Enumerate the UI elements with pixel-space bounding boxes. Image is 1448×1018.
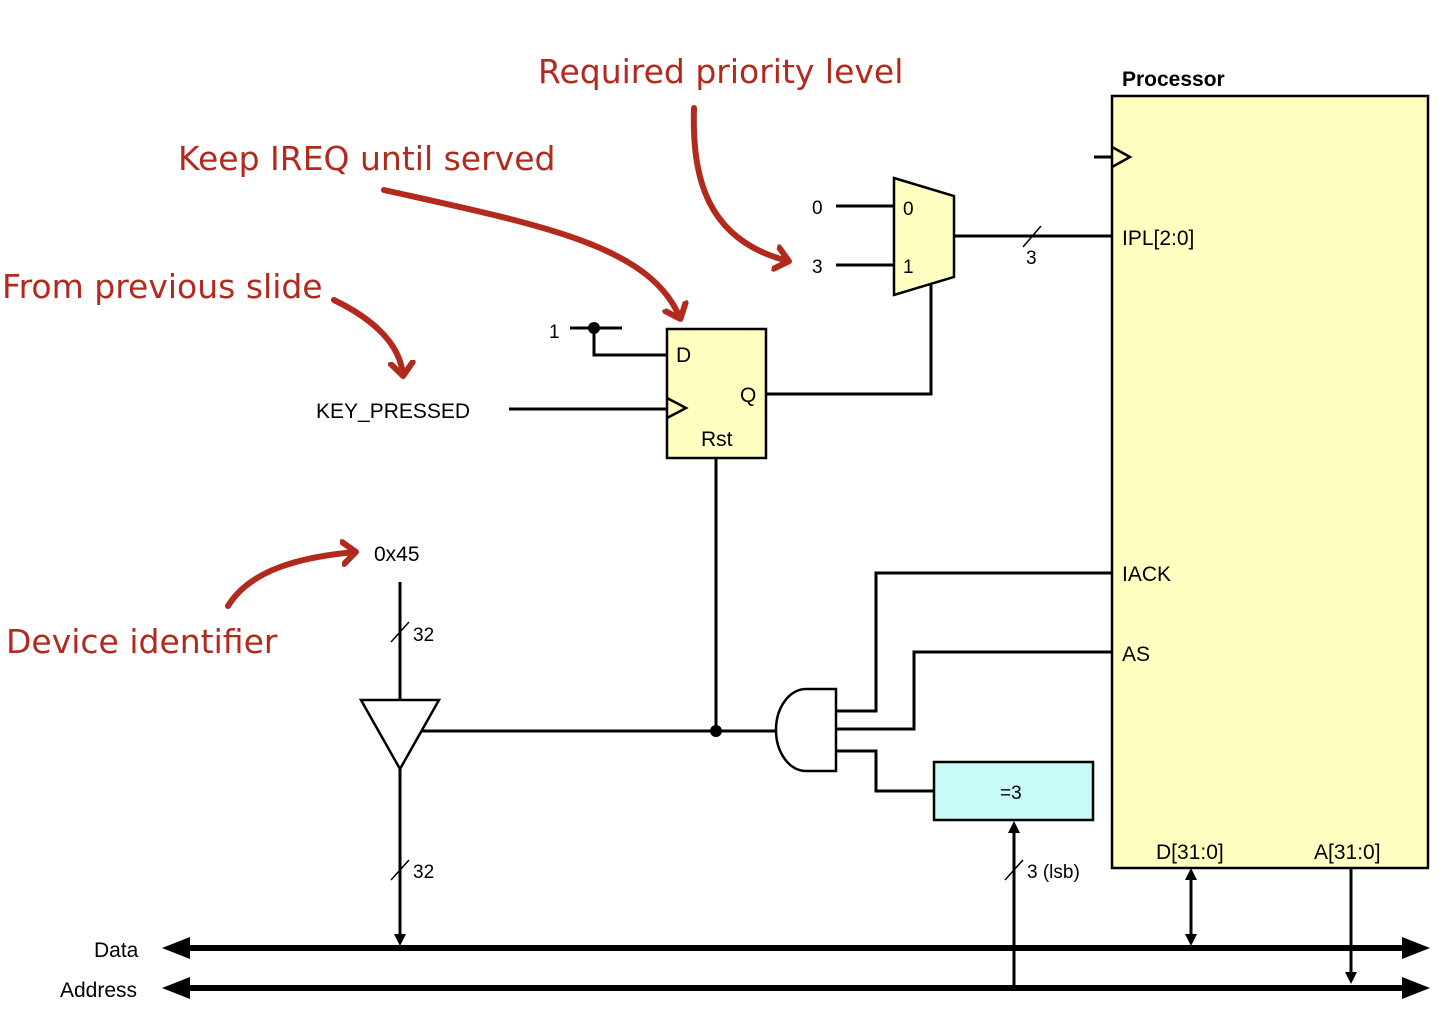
data-bus-right-arrow-icon (1402, 937, 1430, 959)
device-id-driver: 0x45 32 32 (358, 543, 776, 946)
annotation-device-identifier-arrow-icon (225, 552, 355, 609)
device-id-value: 0x45 (374, 543, 420, 566)
buses: Data Address (60, 937, 1430, 1002)
processor-body (1110, 94, 1430, 870)
const-1-to-d-wire (592, 328, 667, 357)
processor-bus-connections (1185, 868, 1357, 984)
annotation-required-priority: Required priority level (538, 52, 903, 91)
mux-const-0: 0 (812, 198, 823, 219)
comparator-width-label: 3 (lsb) (1027, 862, 1080, 883)
and-gate (774, 571, 1112, 793)
device-id-width-bottom: 32 (413, 862, 434, 883)
flipflop-const-1: 1 (549, 322, 560, 343)
enable-junction (710, 725, 722, 737)
device-id-to-data-arrow-icon (394, 934, 406, 946)
annotation-device-identifier: Device identifier (6, 622, 278, 661)
flipflop-clock-icon (666, 396, 689, 420)
device-id-width-slash-bottom (390, 859, 410, 881)
iack-wire (836, 571, 1112, 713)
mux-const-3: 3 (812, 257, 823, 278)
processor-ipl-pin: IPL[2:0] (1122, 227, 1194, 250)
q-to-mux-select-wire (766, 285, 933, 396)
mux-input-1-label: 1 (903, 257, 914, 278)
mux-input-0-label: 0 (903, 199, 914, 220)
annotation-from-previous-arrow-icon (331, 297, 403, 375)
annotation-from-previous: From previous slide (2, 267, 323, 306)
flipflop-rst-pin: Rst (701, 428, 733, 451)
processor-title: Processor (1122, 68, 1225, 91)
annotation-priority-arrow-icon (690, 105, 788, 261)
mux-body (892, 176, 956, 297)
processor-clock-icon (1111, 145, 1133, 169)
data-bus-label: Data (94, 939, 139, 962)
priority-mux: 0 1 0 3 3 (812, 176, 1112, 297)
flipflop-q-pin: Q (740, 384, 756, 407)
comparator-label: =3 (1000, 783, 1022, 804)
annotation-keep-ireq-arrow-icon (381, 187, 680, 318)
annotations: Required priority level Keep IREQ until … (2, 52, 903, 661)
data-bus-left-arrow-icon (162, 937, 190, 959)
flipflop-body (665, 327, 768, 460)
ipl-width-label: 3 (1026, 248, 1037, 269)
processor-data-pin: D[31:0] (1156, 841, 1224, 864)
flipflop-d-pin: D (676, 344, 691, 367)
processor-data-up-arrow-icon (1185, 868, 1197, 880)
annotation-keep-ireq: Keep IREQ until served (178, 139, 555, 178)
processor-as-pin: AS (1122, 643, 1150, 666)
tristate-buffer-icon (358, 698, 442, 772)
ireq-flipflop: D Q Rst 1 KEY_PRESSED (316, 285, 933, 731)
address-bus-right-arrow-icon (1402, 977, 1430, 999)
comparator-body (932, 760, 1095, 822)
processor: Processor IPL[2:0] IACK AS D[31:0] A[31:… (1094, 68, 1430, 870)
processor-data-down-arrow-icon (1185, 934, 1197, 946)
device-id-width-top: 32 (413, 625, 434, 646)
comparator-to-and-wire (836, 749, 934, 793)
address-bus-label: Address (60, 979, 137, 1002)
comparator-width-slash (1004, 859, 1024, 881)
address-bus-left-arrow-icon (162, 977, 190, 999)
comparator-input-arrow-icon (1008, 821, 1020, 833)
key-pressed-label: KEY_PRESSED (316, 400, 470, 423)
ipl-width-slash (1022, 225, 1042, 248)
and-gate-body (774, 687, 838, 773)
processor-address-pin: A[31:0] (1314, 841, 1381, 864)
processor-iack-pin: IACK (1122, 563, 1171, 586)
as-wire (836, 650, 1112, 731)
comparator: =3 3 (lsb) (932, 760, 1095, 988)
processor-address-arrow-icon (1345, 972, 1357, 984)
device-id-width-slash-top (390, 621, 410, 643)
